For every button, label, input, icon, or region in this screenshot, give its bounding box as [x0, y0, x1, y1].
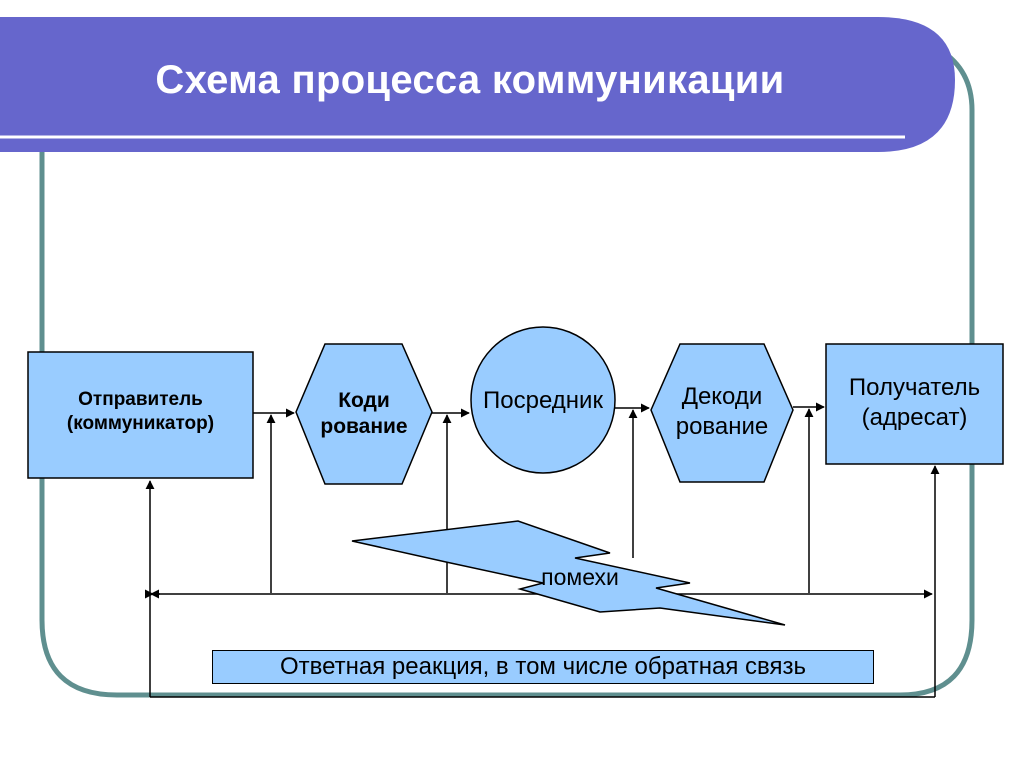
receiver-line-2: (адресат) [861, 404, 968, 431]
sender-line-2: (коммуникатор) [66, 412, 215, 434]
decoding-line-2: рование [675, 413, 769, 440]
decoding-hexagon [650, 343, 794, 483]
noise-lightning [351, 520, 786, 626]
channel-circle [470, 326, 616, 474]
encoding-line-2: рование [320, 415, 408, 439]
encoding-line-1: Коди [338, 389, 390, 412]
feedback-label: Ответная реакция, в том числе обратная с… [279, 653, 807, 680]
receiver-line-1: Получатель [848, 374, 981, 401]
sender-line-1: Отправитель [78, 389, 203, 410]
sender-box [27, 351, 254, 479]
slide-title: Схема процесса коммуникации [155, 58, 785, 102]
encoding-hexagon [295, 343, 433, 485]
header-band [0, 17, 955, 152]
noise-label: помехи [541, 564, 619, 590]
sender-label: Отправитель (коммуникатор) [28, 388, 253, 436]
decoding-label: Декоди рование [651, 382, 793, 442]
channel-line-1: Посредник [483, 387, 603, 414]
slide-frame [39, 47, 975, 698]
receiver-label: Получатель (адресат) [826, 373, 1003, 433]
decoding-line-1: Декоди [681, 383, 763, 410]
feedback-box: Ответная реакция, в том числе обратная с… [212, 650, 874, 684]
receiver-box [825, 343, 1004, 465]
channel-label: Посредник [471, 386, 615, 416]
encoding-label: Коди рование [296, 388, 432, 441]
